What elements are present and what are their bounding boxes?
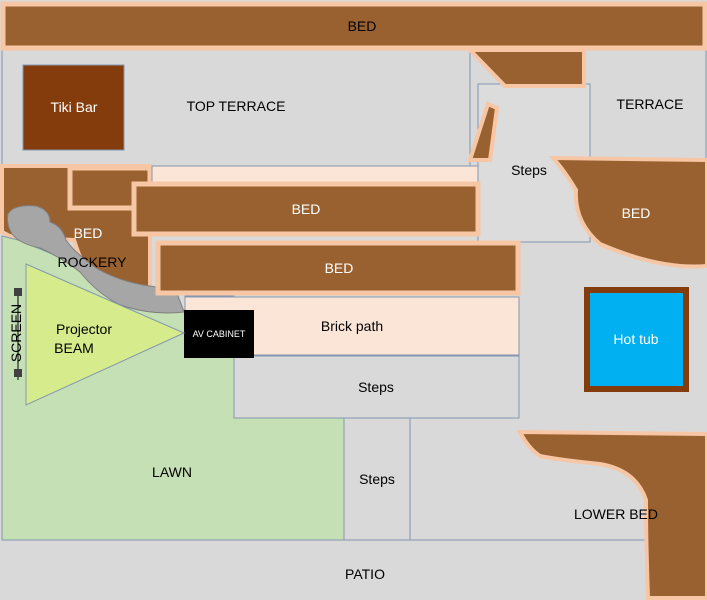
bed-wedge-top — [465, 48, 586, 88]
lawn-label: LAWN — [152, 464, 192, 480]
rockery-label: ROCKERY — [58, 254, 128, 270]
steps-middle-label: Steps — [358, 379, 394, 395]
screen-speaker-bottom — [14, 369, 22, 377]
projector-label-line2: BEAM — [54, 340, 94, 356]
steps-upper-label: Steps — [511, 162, 547, 178]
lower-bed — [516, 429, 707, 600]
bed-middle-label: BED — [292, 201, 321, 217]
bed-left-label: BED — [74, 225, 103, 241]
brick-path-label: Brick path — [321, 318, 383, 334]
screen-label: SCREEN — [8, 304, 24, 362]
bed-top-label: BED — [348, 18, 377, 34]
projector-label-line1: Projector — [56, 321, 112, 337]
hot-tub-label: Hot tub — [613, 331, 658, 347]
bed-right — [548, 155, 707, 269]
projector-beam — [25, 263, 186, 406]
steps-middle-area — [233, 355, 520, 419]
av-cabinet — [184, 310, 254, 358]
terrace-label: TERRACE — [617, 96, 684, 112]
bed-top — [0, 1, 707, 51]
av-cabinet-label: AV CABINET — [193, 329, 246, 339]
bed-right-label: BED — [622, 205, 651, 221]
lower-bed-label: LOWER BED — [574, 506, 658, 522]
screen-speaker-top — [14, 288, 22, 296]
bed-lower-middle — [155, 240, 521, 296]
hot-tub — [584, 287, 689, 392]
tiki-bar — [22, 64, 125, 151]
bed-lower-middle-label: BED — [325, 260, 354, 276]
steps-lower-area — [343, 417, 411, 541]
pale-strip — [151, 165, 479, 184]
tiki-bar-label: Tiki Bar — [51, 99, 98, 115]
patio-label: PATIO — [345, 566, 385, 582]
bed-middle — [131, 181, 481, 237]
top-terrace-label: TOP TERRACE — [187, 98, 286, 114]
bed-wedge-left — [467, 101, 500, 162]
steps-lower-label: Steps — [359, 471, 395, 487]
